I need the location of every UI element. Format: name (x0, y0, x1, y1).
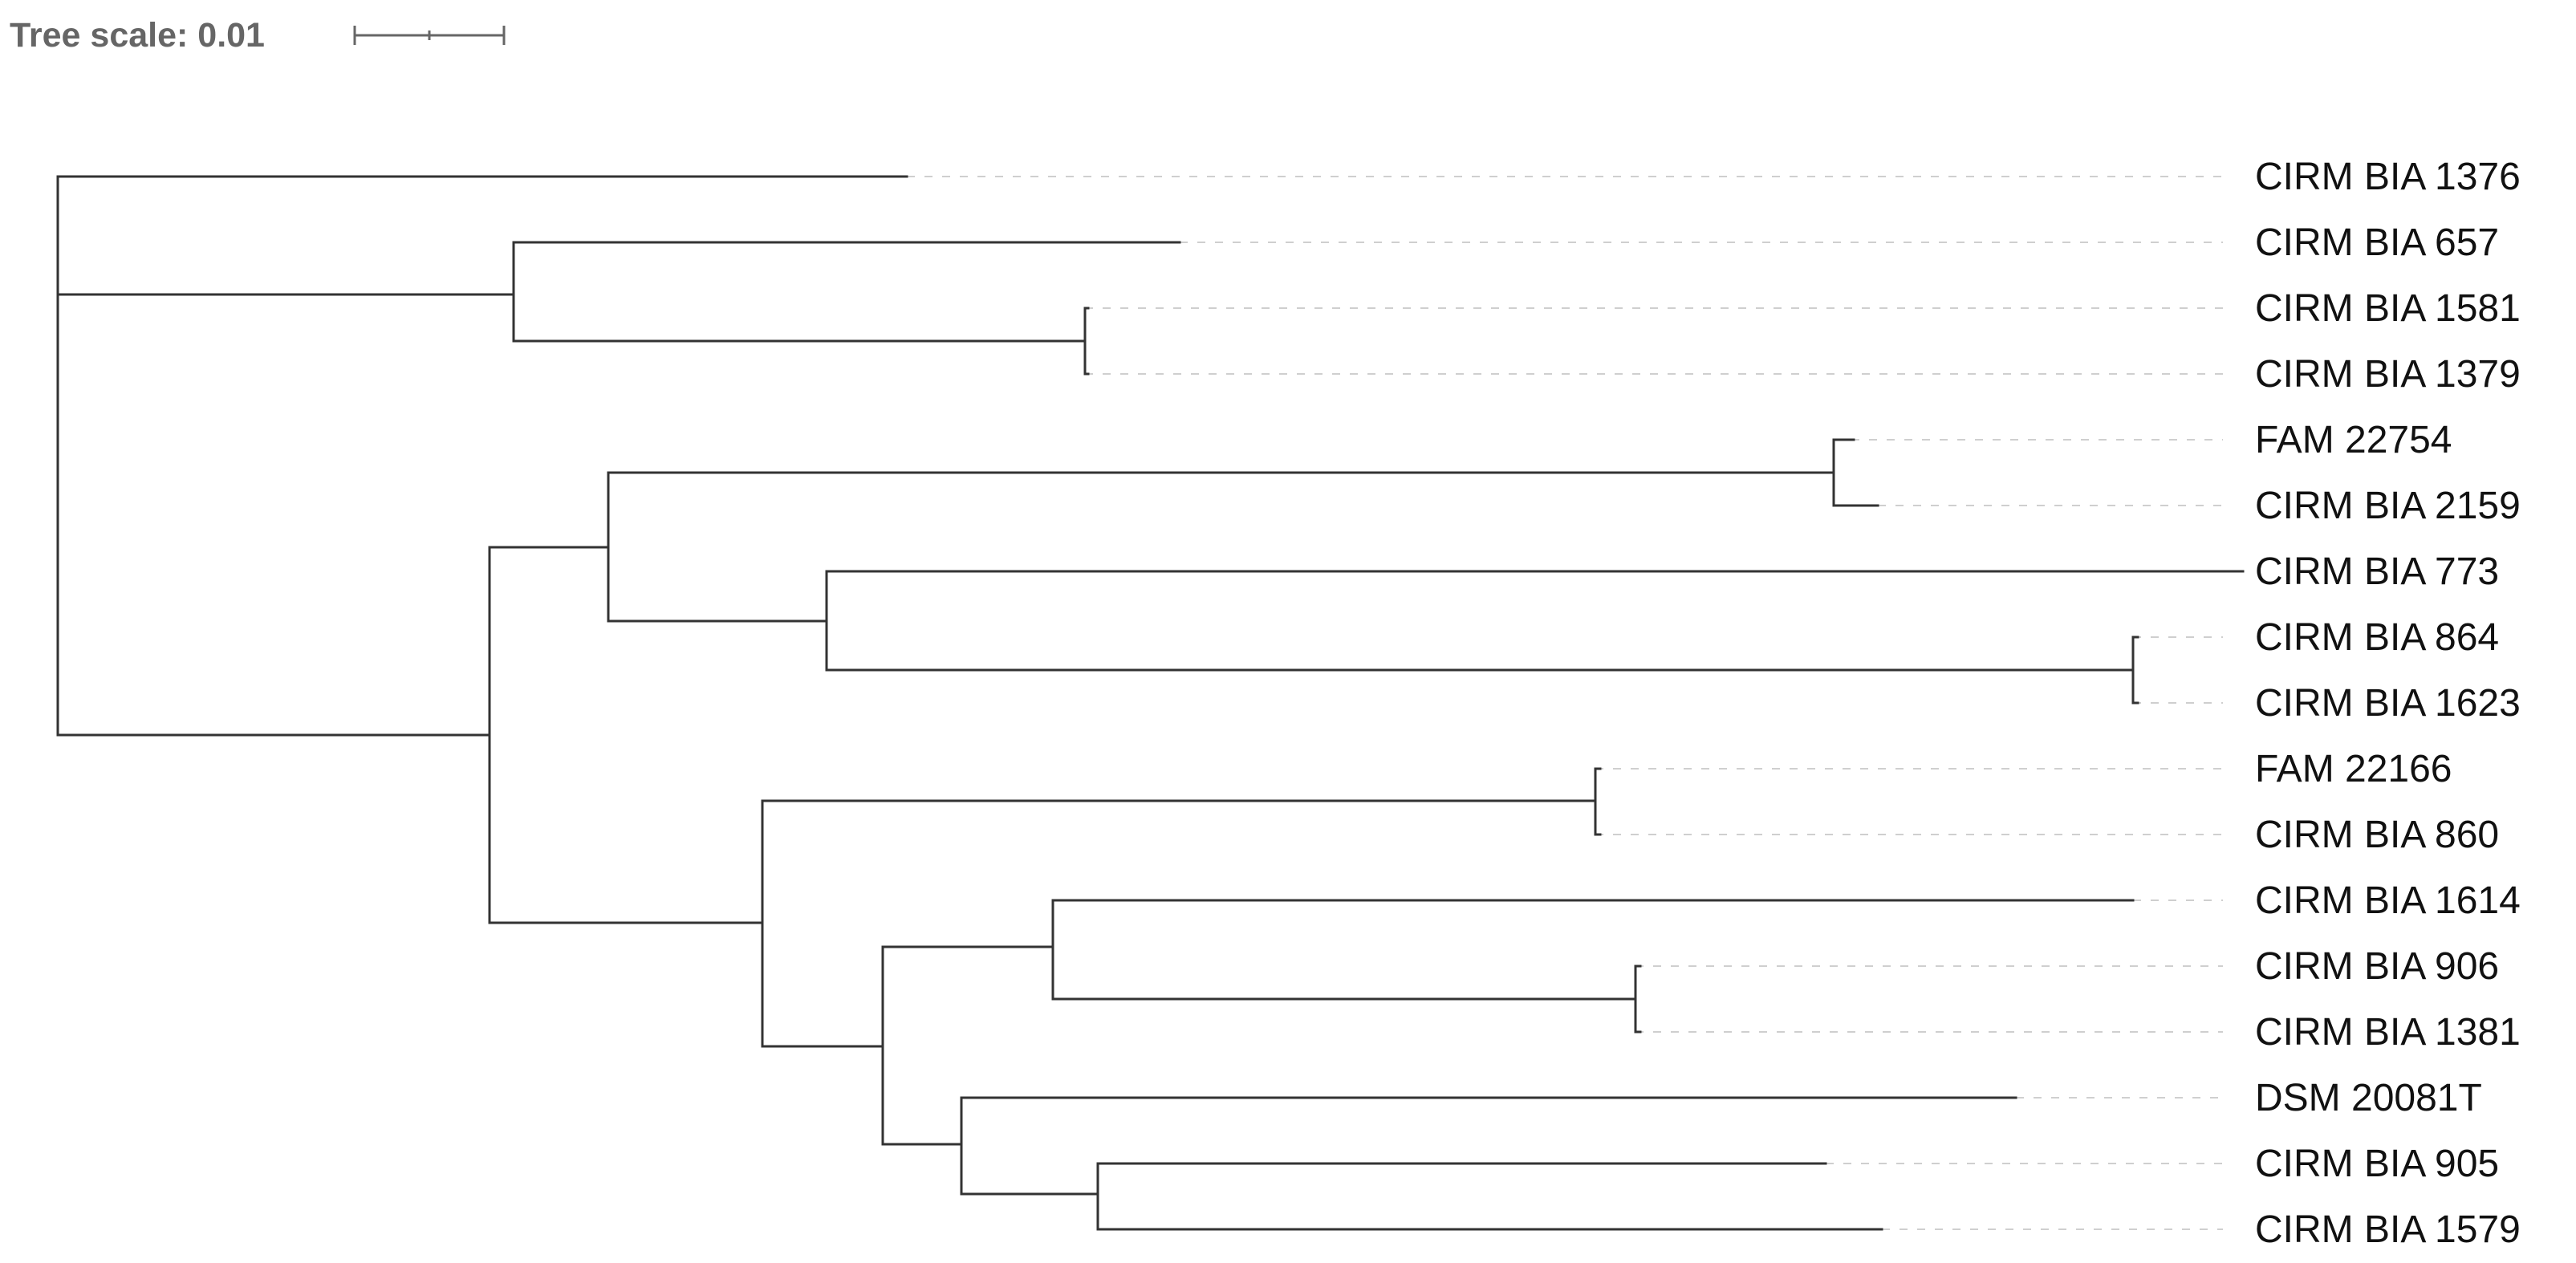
tree-scale-legend: Tree scale: 0.01 (10, 16, 506, 55)
leaf-label: CIRM BIA 906 (2255, 945, 2499, 988)
leaf-label: FAM 22166 (2255, 748, 2452, 790)
leaf-label: CIRM BIA 860 (2255, 814, 2499, 856)
guide-lines (907, 176, 2223, 1230)
tree-scale-label: Tree scale: 0.01 (10, 16, 265, 55)
leaf-label: CIRM BIA 1614 (2255, 879, 2521, 922)
leaf-label: DSM 20081T (2255, 1077, 2482, 1119)
leaf-label: CIRM BIA 1581 (2255, 287, 2521, 330)
leaf-label: FAM 22754 (2255, 419, 2452, 461)
leaf-label: CIRM BIA 1579 (2255, 1208, 2521, 1251)
leaf-label: CIRM BIA 1381 (2255, 1011, 2521, 1054)
leaf-label: CIRM BIA 773 (2255, 550, 2499, 593)
leaf-labels: CIRM BIA 1376 CIRM BIA 657 CIRM BIA 1581… (2255, 156, 2521, 1251)
leaf-label: CIRM BIA 2159 (2255, 485, 2521, 527)
tree-branches (56, 175, 2245, 1231)
leaf-label: CIRM BIA 657 (2255, 221, 2499, 264)
leaf-label: CIRM BIA 1379 (2255, 353, 2521, 396)
leaf-label: CIRM BIA 905 (2255, 1143, 2499, 1185)
leaf-label: CIRM BIA 864 (2255, 616, 2499, 659)
leaf-label: CIRM BIA 1623 (2255, 682, 2521, 725)
leaf-label: CIRM BIA 1376 (2255, 156, 2521, 198)
